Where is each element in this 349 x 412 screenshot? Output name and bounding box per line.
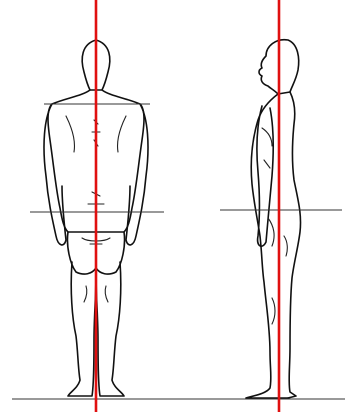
side-chest-detail — [262, 128, 272, 168]
horizontal-reference-lines — [12, 104, 345, 399]
side-torso-front-outline — [246, 94, 288, 398]
side-torso-back-outline — [288, 92, 301, 398]
side-knee-detail — [272, 298, 275, 324]
plumb-lines — [96, 0, 279, 412]
side-view-figure — [246, 40, 301, 398]
back-right-leg-outline — [96, 262, 124, 396]
back-left-leg-outline — [68, 262, 96, 396]
side-hip-detail — [268, 218, 287, 256]
side-arm-outline — [257, 106, 274, 246]
